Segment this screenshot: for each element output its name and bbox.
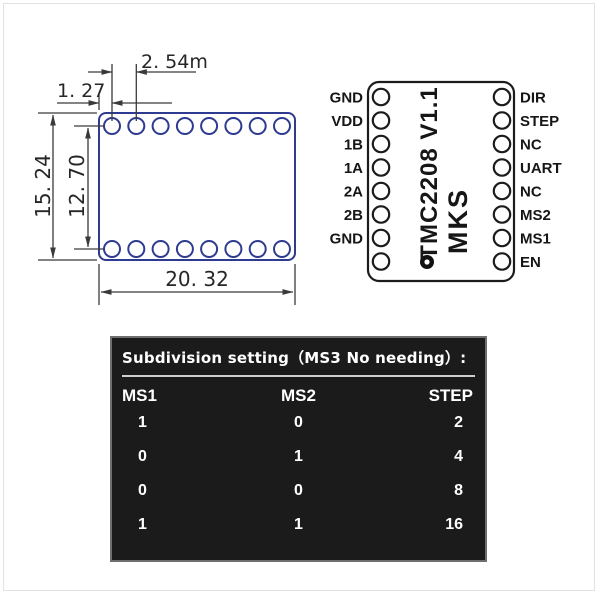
cell-step: 16 [445, 516, 463, 533]
dimension-row-spacing: 12. 70 [65, 127, 91, 248]
cell-ms1: 1 [138, 414, 147, 431]
cell-ms2: 0 [294, 482, 303, 499]
board-outline [98, 112, 296, 261]
pin-label-uart: UART [520, 160, 562, 177]
pin-label-1a: 1A [344, 160, 363, 177]
cell-ms1: 1 [138, 516, 147, 533]
pin-label-nc2: NC [520, 184, 542, 201]
pin-label-2a: 2A [344, 184, 363, 201]
pin-label-vdd: VDD [331, 113, 363, 130]
dim-label-pitch: 2. 54m [141, 51, 208, 73]
dim-label-height: 15. 24 [31, 154, 55, 218]
cell-step: 4 [454, 448, 463, 465]
pin-label-1b: 1B [344, 137, 363, 154]
cell-ms2: 1 [294, 516, 303, 533]
column-header-step: STEP [428, 386, 473, 405]
pin-label-2b: 2B [344, 207, 363, 224]
dimension-board-height: 15. 24 [31, 114, 56, 259]
pin-label-en: EN [520, 254, 541, 271]
table-header-row: MS1 MS2 STEP [122, 386, 475, 406]
dimension-pin-pitch: 2. 54m [88, 51, 208, 75]
table-row: 1 0 2 [122, 406, 475, 440]
table-row: 0 0 8 [122, 474, 475, 508]
pin1-marker-dot [420, 255, 434, 269]
table-row: 0 1 4 [122, 440, 475, 474]
pin-label-ms1: MS1 [520, 231, 551, 248]
column-header-ms1: MS1 [122, 386, 157, 405]
cell-step: 2 [454, 414, 463, 431]
pin-label-ms2: MS2 [520, 207, 551, 224]
chip-body [366, 80, 516, 283]
dim-label-rows: 12. 70 [65, 154, 89, 218]
dimension-edge-offset: 1. 27 [57, 80, 172, 106]
pin-label-nc1: NC [520, 137, 542, 154]
table-title-separator [122, 375, 475, 377]
chip-name-text: TMC2208 V1.1 [416, 86, 443, 259]
table-title: Subdivision setting（MS3 No needing）: [122, 349, 467, 367]
dimension-board-width: 20. 32 [100, 267, 294, 295]
cell-step: 8 [454, 482, 463, 499]
pin-label-step: STEP [520, 113, 559, 130]
board-dimension-drawing: 2. 54m 1. 27 15. 24 12. 70 20. 32 [31, 51, 296, 305]
chip-pin-labels-left: GND VDD 1B 1A 2A 2B GND [330, 90, 364, 248]
cell-ms2: 1 [294, 448, 303, 465]
chip-brand-text: MKS [443, 188, 473, 254]
pin-label-dir: DIR [520, 90, 546, 107]
chip-pins-right [492, 87, 512, 271]
table-row: 1 1 16 [122, 508, 475, 542]
dim-label-width: 20. 32 [165, 267, 229, 291]
cell-ms1: 0 [138, 448, 147, 465]
cell-ms2: 0 [294, 414, 303, 431]
chip-pinout-diagram: GND VDD 1B 1A 2A 2B GND DIR STEP NC UART… [330, 80, 562, 283]
chip-pins-left [371, 87, 391, 271]
pin-label-gnd-top: GND [330, 90, 364, 107]
column-header-ms2: MS2 [281, 386, 316, 405]
pin-label-gnd-bottom: GND [330, 231, 364, 248]
subdivision-table: Subdivision setting（MS3 No needing）: MS1… [110, 336, 487, 562]
cell-ms1: 0 [138, 482, 147, 499]
chip-pin-labels-right: DIR STEP NC UART NC MS2 MS1 EN [520, 90, 562, 272]
board-holes-top-row [103, 117, 291, 135]
dim-label-edge: 1. 27 [57, 80, 105, 102]
